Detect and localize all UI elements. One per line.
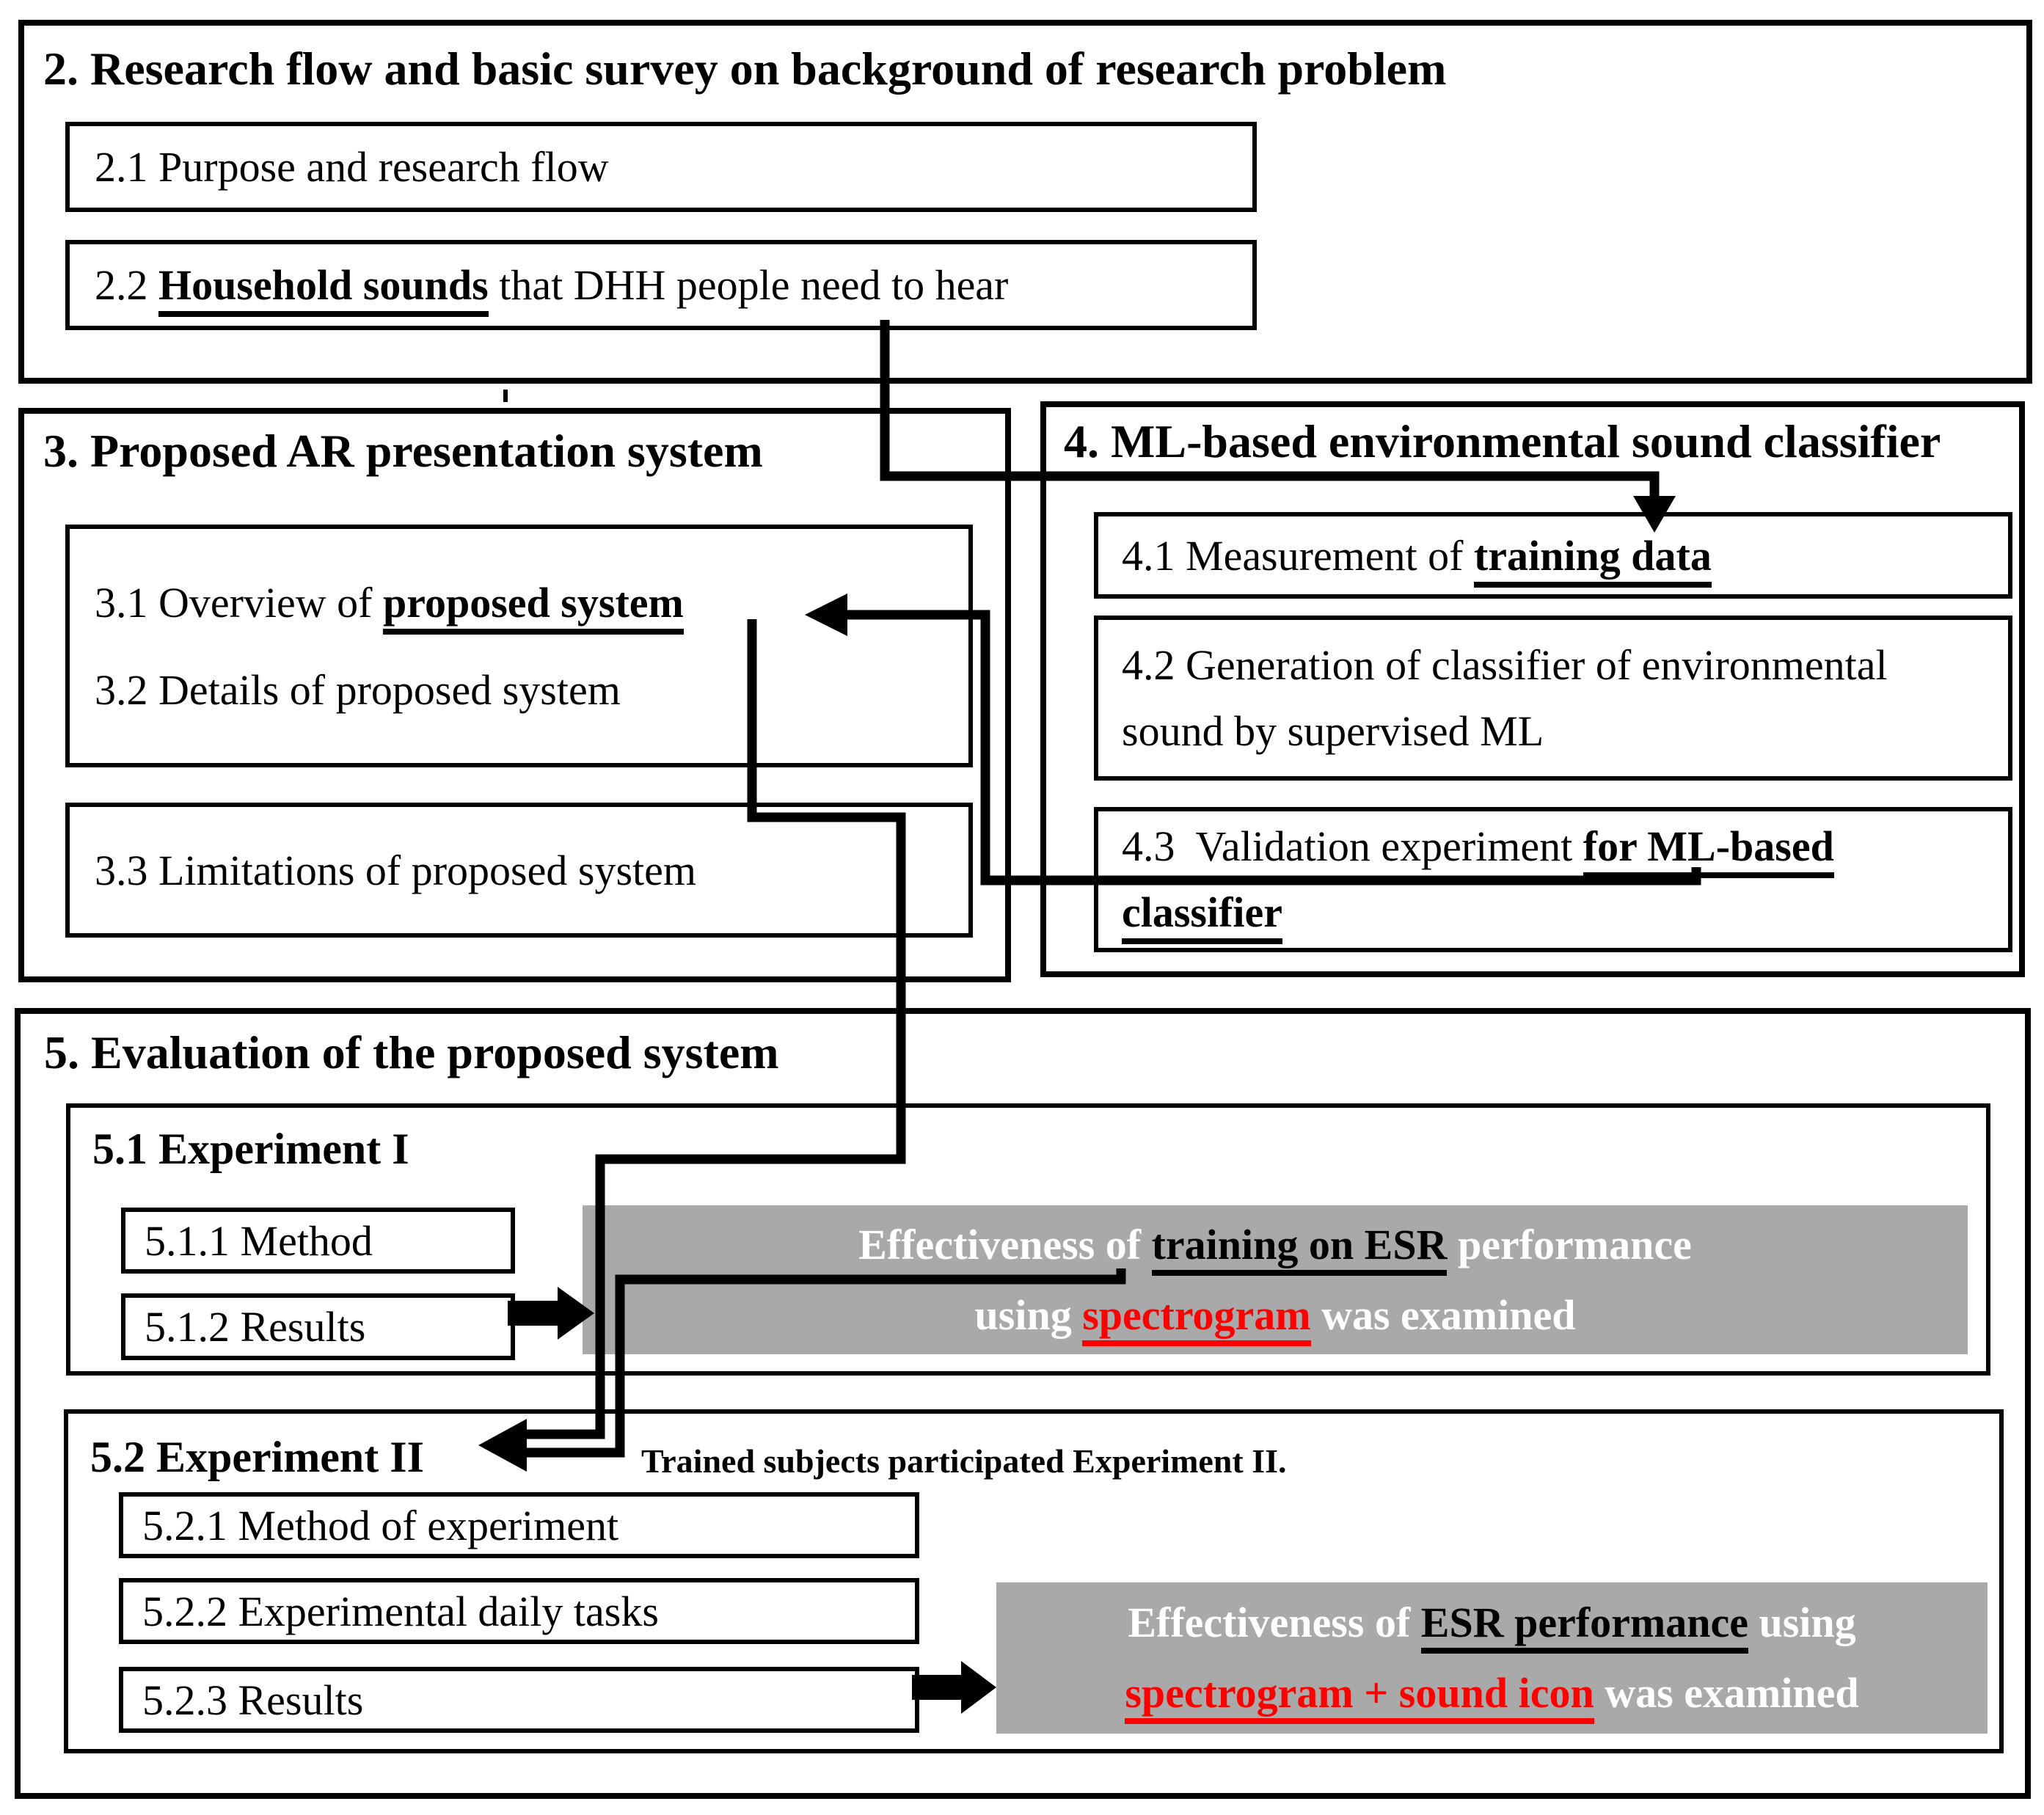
experiment-2-result-note: Effectiveness of ESR performance using s… xyxy=(996,1582,1988,1734)
experiment-1-title: 5.1 Experiment I xyxy=(92,1125,409,1173)
box-5-1-1: 5.1.1 Method xyxy=(121,1208,515,1274)
box-5-2-experiment-2: 5.2 Experiment II Trained subjects parti… xyxy=(64,1409,2004,1753)
box-3-3: 3.3 Limitations of proposed system xyxy=(65,803,973,938)
box-4-1-label: 4.1 Measurement of training data xyxy=(1098,531,2008,588)
box-4-1: 4.1 Measurement of training data xyxy=(1094,512,2012,599)
box-2-1: 2.1 Purpose and research flow xyxy=(65,122,1257,212)
section-5-box: 5. Evaluation of the proposed system 5.1… xyxy=(15,1008,2031,1799)
box-3-2-label: 3.2 Details of proposed system xyxy=(95,665,621,714)
section-4-box: 4. ML-based environmental sound classifi… xyxy=(1040,401,2025,977)
box-5-2-3: 5.2.3 Results xyxy=(119,1667,919,1733)
box-4-2: 4.2 Generation of classifier of environm… xyxy=(1094,616,2012,781)
stray-tick-mark xyxy=(503,390,508,402)
section-3-box: 3. Proposed AR presentation system 3.1 O… xyxy=(18,408,1011,982)
box-5-1-2-label: 5.1.2 Results xyxy=(145,1303,366,1351)
box-2-2: 2.2 Household sounds that DHH people nee… xyxy=(65,240,1257,330)
section-5-title: 5. Evaluation of the proposed system xyxy=(44,1026,779,1078)
box-3-1-3-2: 3.1 Overview of proposed system 3.2 Deta… xyxy=(65,525,973,767)
box-5-2-1: 5.2.1 Method of experiment xyxy=(119,1492,919,1558)
section-2-box: 2. Research flow and basic survey on bac… xyxy=(18,20,2032,384)
box-4-2-label: 4.2 Generation of classifier of environm… xyxy=(1122,640,1888,755)
experiment-1-result-note: Effectiveness of training on ESR perform… xyxy=(583,1205,1968,1354)
box-5-2-1-label: 5.2.1 Method of experiment xyxy=(142,1501,619,1549)
experiment-2-title: 5.2 Experiment II xyxy=(90,1433,424,1481)
box-5-1-experiment-1: 5.1 Experiment I 5.1.1 Method 5.1.2 Resu… xyxy=(66,1103,1990,1376)
box-5-1-1-label: 5.1.1 Method xyxy=(145,1216,373,1265)
box-5-2-3-label: 5.2.3 Results xyxy=(142,1676,364,1724)
section-2-title: 2. Research flow and basic survey on bac… xyxy=(43,43,1447,95)
box-2-1-label: 2.1 Purpose and research flow xyxy=(95,143,609,191)
experiment-2-caption: Trained subjects participated Experiment… xyxy=(641,1442,1287,1480)
box-5-2-2: 5.2.2 Experimental daily tasks xyxy=(119,1578,919,1644)
box-5-1-2: 5.1.2 Results xyxy=(121,1293,515,1360)
box-3-3-label: 3.3 Limitations of proposed system xyxy=(95,846,696,894)
section-3-title: 3. Proposed AR presentation system xyxy=(43,425,763,477)
box-2-2-label: 2.2 Household sounds that DHH people nee… xyxy=(70,260,1252,317)
box-5-2-2-label: 5.2.2 Experimental daily tasks xyxy=(142,1587,659,1635)
section-4-title: 4. ML-based environmental sound classifi… xyxy=(1064,415,1941,467)
box-3-1-label: 3.1 Overview of proposed system xyxy=(70,578,968,635)
